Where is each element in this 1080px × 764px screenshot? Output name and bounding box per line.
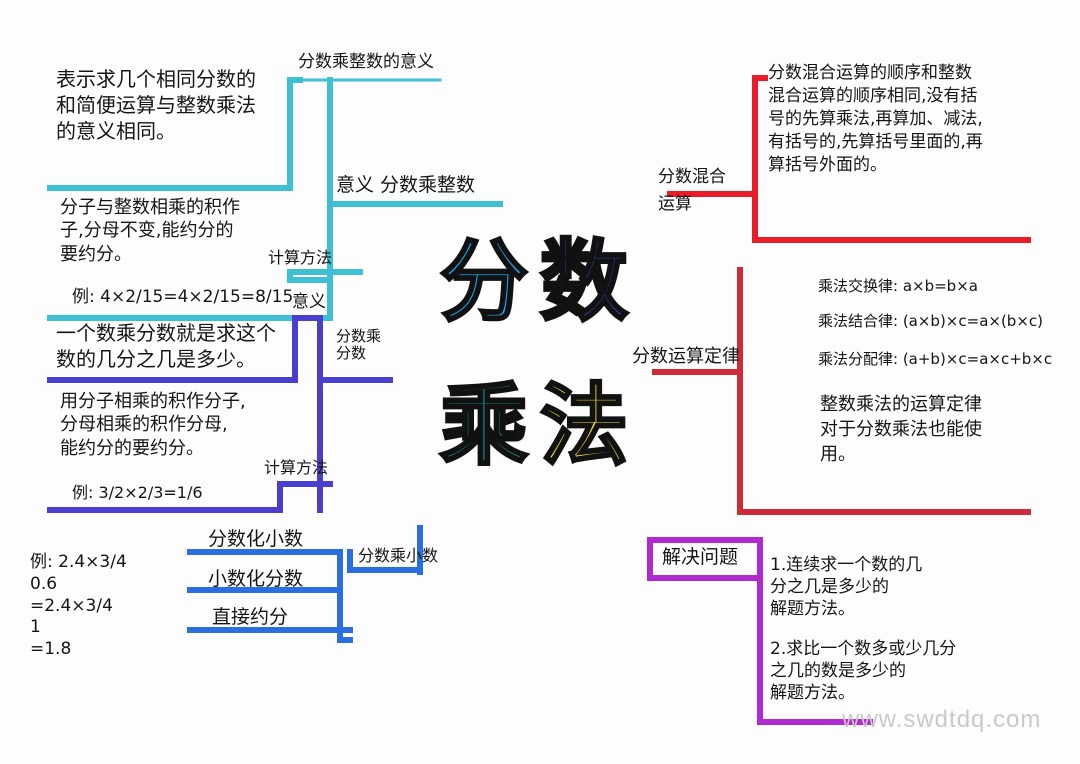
title-char-shu: 数: [538, 230, 629, 333]
fraction-method-text: 用分子相乘的积作分子, 分母相乘的积作分母, 能约分的要约分。: [60, 391, 246, 459]
purple-branch-lines: [647, 537, 873, 725]
fraction-meaning-text: 一个数乘分数就是求这个 数的几分之几是多少。: [56, 321, 276, 371]
fraction-meaning-branch: 意义: [292, 292, 326, 312]
laws-note: 整数乘法的运算定律 对于分数乘法也能使 用。: [820, 394, 982, 466]
indigo-branch-lines: [47, 315, 393, 513]
law-commutative: 乘法交换律: a×b=b×a: [818, 277, 978, 295]
cyan-branch-lines: [47, 77, 503, 321]
integer-meaning-branch: 分数乘整数的意义: [298, 52, 434, 72]
fraction-method-branch: 计算方法: [264, 458, 329, 477]
integer-method-text: 分子与整数相乘的积作 子,分母不变,能约分的 要约分。: [60, 197, 240, 265]
decimal-example-text: 例: 2.4×3/4 0.6 =2.4×3/4 1 =1.8: [30, 552, 127, 659]
problem-item-1: 1.连续求一个数的几 分之几是多少的 解题方法。: [770, 555, 923, 620]
law-distributive: 乘法分配律: (a+b)×c=a×c+b×c: [818, 350, 1053, 368]
problem-item-2: 2.求比一个数多或少几分 之几的数是多少的 解题方法。: [770, 639, 957, 704]
title-char-fen: 分: [438, 230, 529, 333]
integer-method-branch: 计算方法: [268, 248, 333, 267]
blue-branch-lines: [187, 525, 423, 643]
law-associative: 乘法结合律: (a×b)×c=a×(b×c): [818, 312, 1043, 330]
decimal-main-label: 分数乘小数: [358, 546, 439, 565]
mixed-ops-text: 分数混合运算的顺序和整数 混合运算的顺序相同,没有括 号的先算乘法,再算加、减法…: [768, 63, 983, 176]
title-char-cheng: 乘: [438, 374, 529, 477]
integer-meaning-text: 表示求几个相同分数的 和简便运算与整数乘法 的意义相同。: [56, 67, 256, 143]
integer-method-example: 例: 4×2/15=4×2/15=8/15: [72, 287, 294, 307]
watermark: www.swdtdq.com: [842, 706, 1042, 733]
problem-solving-branch: 解决问题: [662, 546, 739, 568]
mixed-ops-branch: 分数混合 运算: [658, 167, 726, 215]
fraction-main-label: 分数乘 分数: [336, 327, 382, 363]
integer-main-label: 意义 分数乘整数: [336, 174, 476, 196]
crimson-branch-lines: [652, 267, 1031, 515]
title-char-fa: 法: [538, 374, 629, 477]
decimal-item-2: 小数化分数: [208, 568, 304, 590]
decimal-item-1: 分数化小数: [208, 528, 304, 550]
fraction-method-example: 例: 3/2×2/3=1/6: [72, 483, 203, 502]
laws-branch: 分数运算定律: [632, 346, 740, 367]
red-branch-lines: [667, 75, 1031, 243]
decimal-item-3: 直接约分: [212, 606, 289, 628]
